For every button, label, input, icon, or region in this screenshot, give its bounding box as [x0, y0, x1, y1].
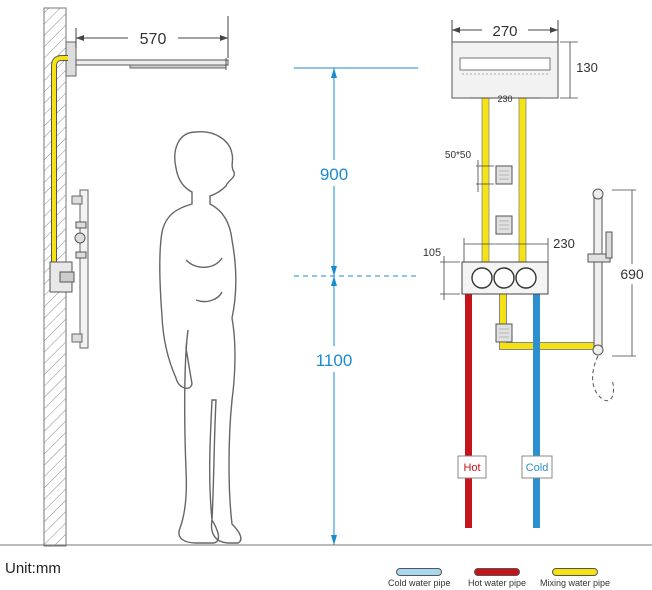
- hot-label: Hot: [463, 462, 480, 474]
- hand-shower: 690: [587, 188, 649, 402]
- height-upper-label: 900: [320, 165, 348, 184]
- height-dimension: 900 1100: [294, 67, 418, 545]
- valve-width-label: 230: [553, 236, 575, 251]
- head-pipe-spacing-label: 230: [497, 94, 512, 104]
- front-pipes: [465, 97, 600, 528]
- legend-hot: Hot water pipe: [468, 568, 526, 588]
- head-width-label: 270: [492, 23, 517, 40]
- head-height-label: 130: [576, 60, 598, 75]
- cold-label: Cold: [526, 462, 549, 474]
- human-figure: [158, 131, 242, 544]
- arm-length-dimension: 570: [75, 16, 229, 58]
- legend-cold: Cold water pipe: [388, 568, 451, 588]
- shower-head-front: 270 130 230: [451, 20, 602, 104]
- unit-label: Unit:mm: [5, 560, 61, 577]
- pipe-tags: Hot Cold: [457, 455, 553, 479]
- side-view-shower: [49, 41, 229, 349]
- legend-cold-label: Cold water pipe: [388, 578, 451, 588]
- legend-cold-swatch: [396, 568, 443, 576]
- arm-length-label: 570: [140, 31, 167, 48]
- body-jets: [495, 165, 513, 343]
- legend-hot-label: Hot water pipe: [468, 578, 527, 588]
- legend-hot-swatch: [474, 568, 521, 576]
- valve-front: 230 105: [423, 236, 575, 300]
- jet-size-label: 50*50: [445, 150, 472, 161]
- legend-mix-label: Mixing water pipe: [540, 578, 611, 588]
- legend-mix: Mixing water pipe: [540, 568, 610, 588]
- rail-length-label: 690: [620, 266, 644, 282]
- height-lower-label: 1100: [316, 351, 353, 370]
- jet-size-dimension: 50*50: [445, 150, 494, 192]
- legend-mix-swatch: [552, 568, 599, 576]
- valve-height-label: 105: [423, 247, 441, 259]
